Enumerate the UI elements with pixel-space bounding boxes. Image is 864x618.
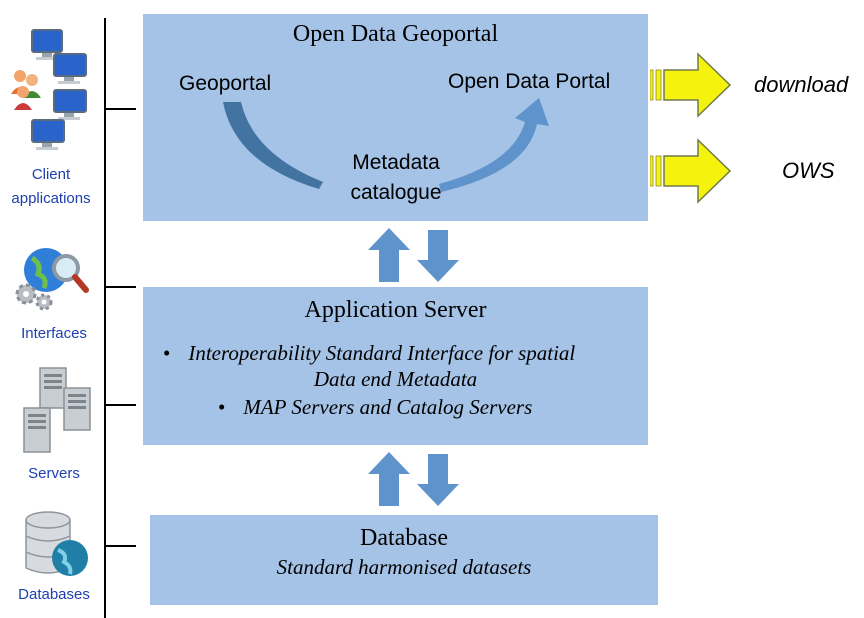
curved-arrow-geoportal-to-catalogue (223, 102, 323, 189)
application-server-box: Application Server • Interoperability Sta… (143, 287, 648, 445)
sidebar-label-interfaces: Interfaces (21, 325, 87, 342)
geoportal-label: Geoportal (179, 72, 272, 95)
client-computers-icon (8, 24, 94, 154)
server-towers-icon (20, 366, 96, 458)
up-arrow-icon (368, 452, 410, 506)
sidebar-label-line1: Client (31, 166, 71, 183)
database-subtitle: Standard harmonised datasets (276, 555, 532, 579)
app-server-title: Application Server (304, 297, 487, 323)
download-label: download (754, 72, 849, 97)
bidirectional-arrows-bottom (362, 452, 462, 508)
metadata-label-line1: Metadata (352, 151, 440, 174)
bidirectional-arrows-top (362, 228, 462, 284)
sidebar-label-servers: Servers (28, 465, 80, 482)
bullet-symbol: • (218, 395, 226, 419)
open-data-geoportal-box: Open Data Geoportal Geoportal Open Data … (143, 14, 648, 221)
app-server-bullet-1-line-2: Data end Metadata (313, 367, 478, 391)
metadata-label-line2: catalogue (350, 181, 442, 204)
sidebar-connector-servers (104, 404, 136, 406)
open-data-portal-label: Open Data Portal (448, 70, 611, 93)
app-server-bullet-1: • Interoperability Standard Interface for… (163, 341, 643, 366)
app-server-bullet-2: • MAP Servers and Catalog Servers (218, 395, 638, 420)
database-box: Database Standard harmonised datasets (150, 515, 658, 605)
sidebar-connector-client (104, 108, 136, 110)
database-globe-icon (18, 506, 96, 584)
sidebar-label-line2: applications (11, 190, 91, 207)
geoportal-curved-arrows (223, 98, 549, 192)
down-arrow-icon (417, 454, 459, 506)
metadata-catalogue-label: Metadata catalogue (321, 148, 471, 208)
bullet-1-line-1: Interoperability Standard Interface for … (188, 341, 576, 365)
download-output-arrow (649, 52, 732, 118)
up-arrow-icon (368, 228, 410, 282)
globe-search-gears-icon (14, 244, 98, 314)
sidebar-label-databases: Databases (18, 586, 90, 603)
bullet-symbol: • (163, 341, 171, 365)
sidebar-connector-databases (104, 545, 136, 547)
geoportal-box-title: Open Data Geoportal (292, 21, 499, 47)
sidebar-label-client-applications: Client applications (8, 163, 94, 211)
down-arrow-icon (417, 230, 459, 282)
ows-output-arrow (649, 138, 732, 204)
bullet-2-text: MAP Servers and Catalog Servers (243, 395, 533, 419)
sidebar-vertical-line (104, 18, 106, 618)
sidebar-connector-interfaces (104, 286, 136, 288)
database-title: Database (360, 525, 448, 551)
ows-label: OWS (782, 158, 835, 183)
curved-arrow-catalogue-to-portal (439, 98, 549, 192)
